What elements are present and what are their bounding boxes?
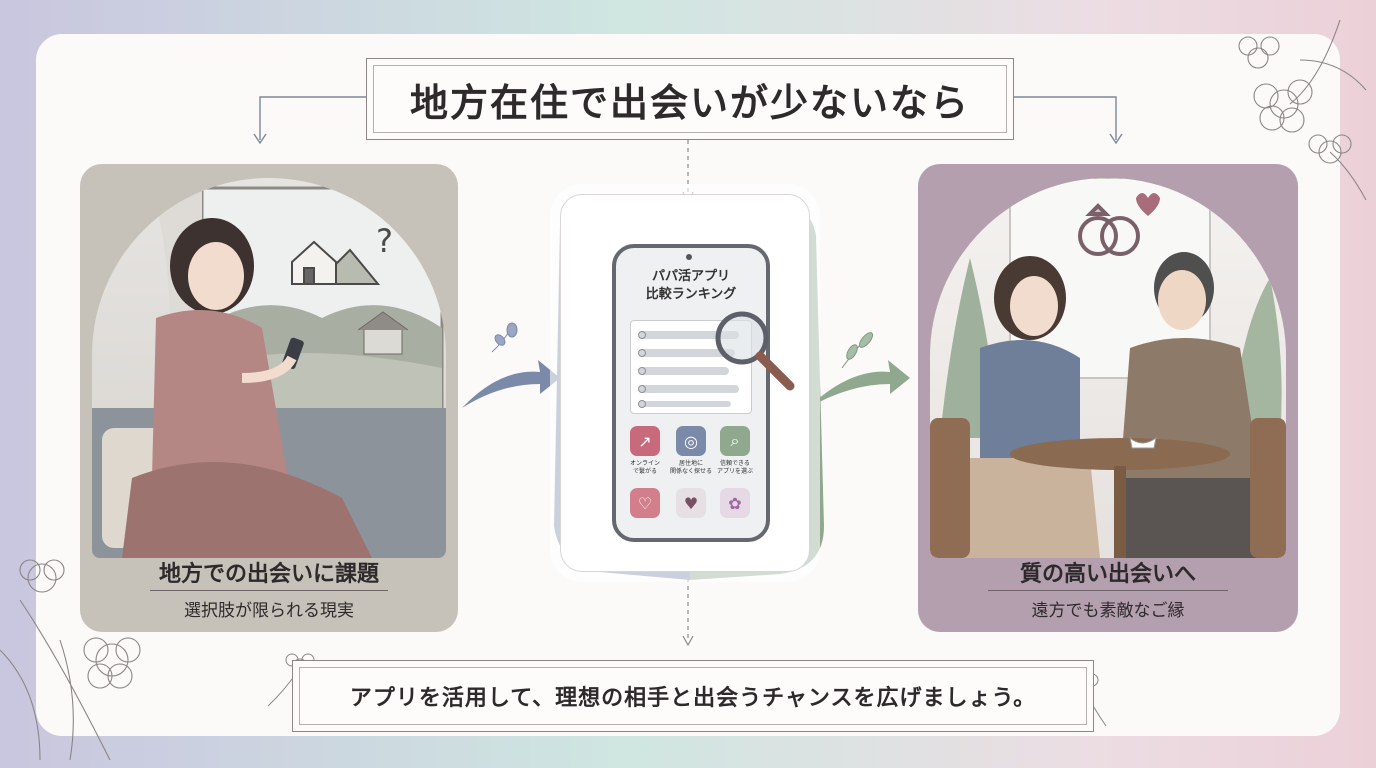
left-card: ? 地方での出会いに課題 選択肢が限られる現実 (80, 164, 458, 632)
line-title-to-left (259, 96, 366, 140)
list-item (638, 385, 739, 393)
title-box: 地方在住で出会いが少ないなら (366, 58, 1014, 140)
house-icon (291, 240, 381, 285)
feature-label-trust: 信頼できるアプリを選ぶ (716, 460, 753, 475)
footer-box: アプリを活用して、理想の相手と出会うチャンスを広げましょう。 (292, 660, 1094, 732)
magnifier-icon (715, 311, 795, 391)
right-card-divider (988, 590, 1228, 591)
right-illustration (930, 178, 1286, 558)
phone-title-line2: 比較ランキング (645, 287, 737, 302)
left-card-title: 地方での出会いに課題 (158, 561, 379, 587)
list-item (638, 331, 739, 339)
left-illustration: ? (92, 178, 446, 558)
rings-icon (1078, 203, 1140, 256)
phone-title: パパ活アプリ 比較ランキング (616, 268, 766, 304)
feature-label-online: オンラインで繋がる (629, 460, 660, 475)
right-card: 質の高い出会いへ 遠方でも素敵なご縁 (918, 164, 1298, 632)
list-item (638, 400, 731, 408)
heart-small-icon (1136, 193, 1160, 216)
flow-arrow-right (808, 360, 910, 408)
lonely-woman-illustration: ? (92, 186, 446, 558)
arrowhead-left-down (253, 133, 267, 145)
hearts-icon[interactable]: ♥ (676, 488, 706, 518)
flower-icon[interactable]: ✿ (720, 488, 750, 518)
search-icon[interactable]: ⌕ (720, 426, 750, 456)
phone-title-line1: パパ活アプリ (651, 269, 730, 284)
footer-message: アプリを活用して、理想の相手と出会うチャンスを広げましょう。 (349, 685, 1037, 711)
list-item (638, 367, 729, 375)
happy-couple-illustration (930, 178, 1286, 558)
globe-icon[interactable]: ◎ (676, 426, 706, 456)
arrowhead-dashed-bottom (682, 635, 694, 647)
smartphone: パパ活アプリ 比較ランキング ↗ ◎ ⌕ オンラインで繋がる 居住地に関係なく探… (612, 244, 770, 542)
flower-decoration-top-right (1238, 19, 1367, 201)
flow-arrow-left (462, 360, 560, 408)
left-card-subtitle: 選択肢が限られる現実 (184, 601, 354, 621)
feature-label-location: 居住地に関係なく探せる (669, 460, 712, 475)
arrowhead-right-down (1109, 133, 1123, 145)
left-card-divider (150, 590, 388, 591)
chart-icon[interactable]: ↗ (630, 426, 660, 456)
list-item (638, 349, 735, 357)
sprig-blue (491, 322, 518, 353)
page-title: 地方在住で出会いが少ないなら (409, 79, 970, 125)
heart-icon[interactable]: ♡ (630, 488, 660, 518)
question-mark-icon: ? (376, 222, 393, 260)
right-card-subtitle: 遠方でも素敵なご縁 (1031, 601, 1185, 621)
flower-decoration-bottom-left (0, 559, 141, 761)
sprig-green (841, 332, 874, 369)
line-title-to-right (1012, 96, 1117, 140)
ranking-list (630, 320, 752, 414)
right-card-title: 質の高い出会いへ (1019, 561, 1196, 587)
phone-camera (686, 254, 692, 260)
